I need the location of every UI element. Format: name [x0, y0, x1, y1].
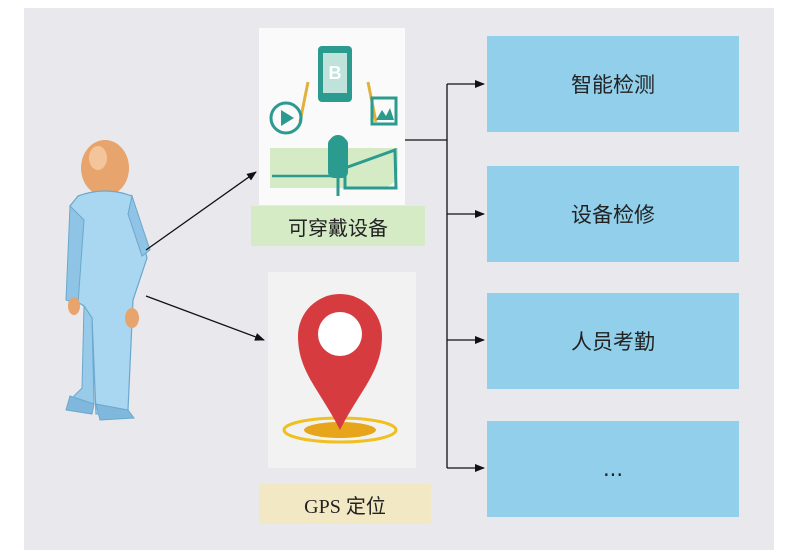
gps-pin-icon — [268, 272, 416, 468]
function-box-more: ... — [487, 421, 739, 517]
gps-label: GPS 定位 — [259, 484, 431, 524]
function-box-attendance: 人员考勤 — [487, 293, 739, 389]
wearable-device-icon — [259, 28, 405, 205]
function-box-smart-detection: 智能检测 — [487, 36, 739, 132]
function-connector — [405, 80, 485, 472]
arrow-person-to-wearable — [145, 171, 257, 251]
wearable-device-label: 可穿戴设备 — [251, 206, 425, 246]
wearable-icon-letter: B — [329, 63, 342, 83]
function-box-equipment-repair: 设备检修 — [487, 166, 739, 262]
person-icon — [65, 140, 151, 421]
arrow-person-to-gps — [145, 295, 265, 341]
